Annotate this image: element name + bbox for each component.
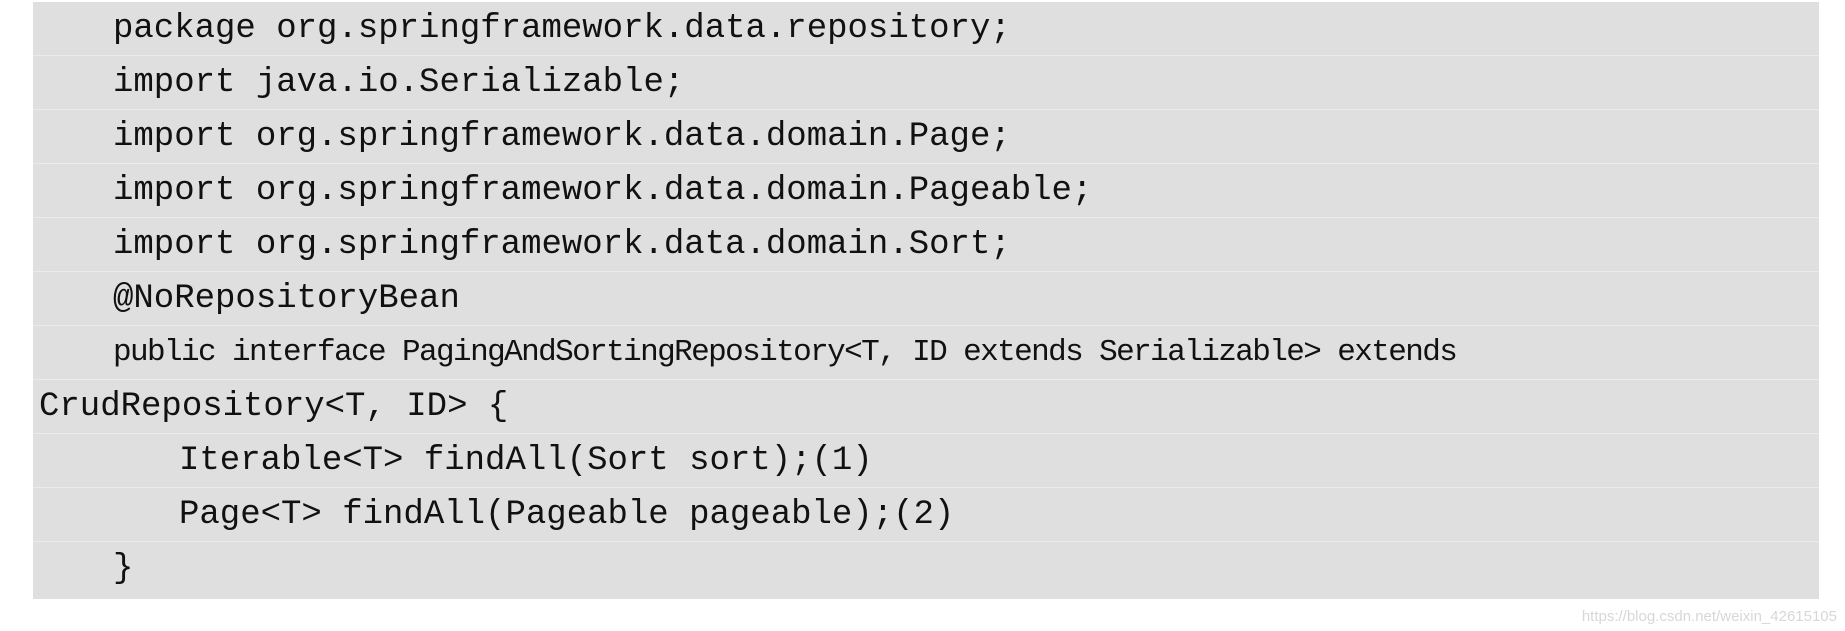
code-line-import-sort: import org.springframework.data.domain.S… [33,218,1819,272]
code-line-findall-pageable: Page<T> findAll(Pageable pageable);(2) [33,488,1819,542]
code-line-import-serializable: import java.io.Serializable; [33,56,1819,110]
code-line-interface-continuation: CrudRepository<T, ID> { [33,380,1819,434]
code-line-interface-declaration: public interface PagingAndSortingReposit… [33,326,1819,380]
code-line-findall-sort: Iterable<T> findAll(Sort sort);(1) [33,434,1819,488]
code-block: package org.springframework.data.reposit… [33,2,1819,599]
code-line-import-pageable: import org.springframework.data.domain.P… [33,164,1819,218]
code-line-closing-brace: } [113,550,134,588]
code-line-package: package org.springframework.data.reposit… [33,2,1819,56]
code-line-import-page: import org.springframework.data.domain.P… [33,110,1819,164]
watermark: https://blog.csdn.net/weixin_42615105 [1581,608,1837,625]
code-line-annotation: @NoRepositoryBean [33,272,1819,326]
